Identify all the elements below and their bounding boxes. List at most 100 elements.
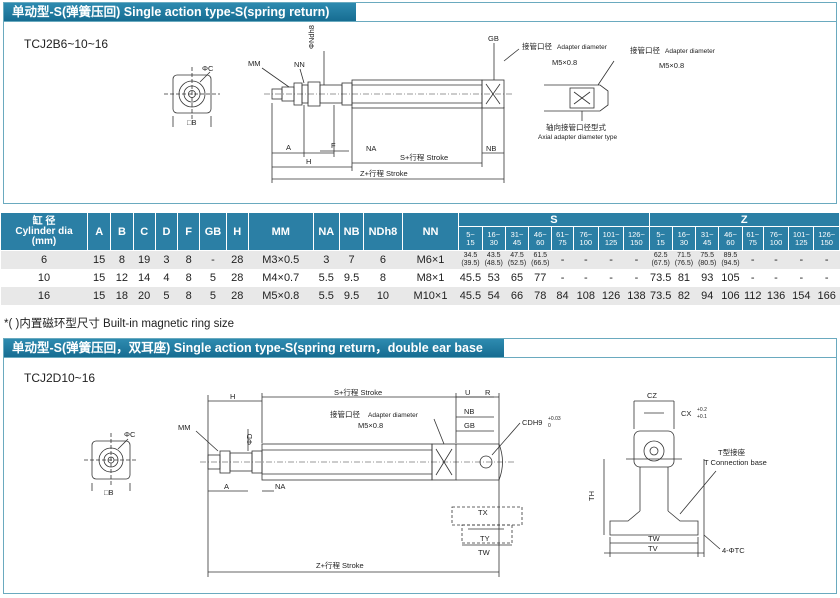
table-cell: 45.5 [458,268,483,287]
table-cell: M3×0.5 [248,250,314,269]
table-cell: - [788,250,814,269]
label-mm: MM [248,59,261,68]
header-range-s-0: 5~ 15 [458,226,483,251]
table-cell: 66 [505,286,529,305]
axial-adapter-outline [564,84,609,112]
table-cell: - [763,268,789,287]
label-axial-en: Axial adapter diameter type [538,134,618,141]
title-divider [4,21,836,22]
label2-cdh9-tol-bot: 0 [548,423,551,429]
table-cell: - [573,268,599,287]
header-range-s-2: 31~ 45 [504,226,530,251]
label2-tx: TX [478,508,488,517]
label2-cx: CX [681,409,691,418]
table-cell: 28 [226,268,249,287]
table-cell: 154 [788,286,814,305]
label-a: A [286,143,291,152]
label2-mm: MM [178,423,191,432]
label2-cx-tol-top: +0.2 [697,407,707,413]
header-range-z-3: 46~ 60 [718,226,743,251]
label-phi-c: ΦC [202,64,214,73]
header-range-s-5: 76~ 100 [572,226,599,251]
label2-adapter-size: M5×0.8 [358,421,383,430]
table-cell: 10 [0,268,88,287]
table-cell: - [742,268,764,287]
label-nn: NN [294,60,305,69]
table-cell: 94 [695,286,719,305]
table-cell: 73.5 [649,286,673,305]
label-box-b: □B [187,118,197,127]
table-cell: 8 [177,286,200,305]
table-cell: - [623,250,650,269]
table-cell: M10×1 [402,286,459,305]
header-cylinder-dia: 缸 径 Cylinder dia (mm) [0,212,89,251]
header-a: A [87,212,112,251]
header-range-s-4: 61~ 75 [551,226,574,251]
label2-nb: NB [464,407,474,416]
header-range-s-3: 46~ 60 [528,226,553,251]
table-cell: 82 [672,286,696,305]
label2-s-stroke: S+行程 Stroke [334,387,382,397]
table-cell: 5 [199,286,227,305]
table-cell: 16 [0,286,88,305]
table-cell: 34.5 (39.5) [458,250,483,269]
label-adapter2-en: Adapter diameter [665,48,716,55]
spec-table: 缸 径 Cylinder dia (mm) A B C D F GB H MM … [0,212,840,305]
header-gb: GB [199,212,227,251]
table-cell: 136 [763,286,789,305]
table-cell: 14 [133,268,156,287]
table-cell: - [623,268,650,287]
table-cell: 9.5 [339,286,364,305]
table-cell: 45.5 [458,286,483,305]
table-cell: 28 [226,286,249,305]
label2-gb: GB [464,421,475,430]
label-adapter1-en: Adapter diameter [557,44,608,51]
label-na: NA [366,144,376,153]
title-divider-2 [4,357,836,358]
table-cell: 112 [742,286,764,305]
header-d: D [154,212,179,251]
table-cell: 5 [155,286,178,305]
header-range-z-1: 16~ 30 [671,226,697,251]
label2-t-base-en: T Connection base [704,458,767,467]
header-b: B [110,212,134,251]
header-range-z-4: 61~ 75 [741,226,764,251]
label2-phi-d: ΦD [245,433,254,445]
model-code-2: TCJ2D10~16 [24,371,96,385]
table-cell: - [551,268,574,287]
label2-ty: TY [480,534,490,543]
label2-z-stroke: Z+行程 Stroke [316,560,364,570]
header-c: C [132,212,156,251]
label2-th: TH [587,491,596,501]
table-cell: 108 [573,286,599,305]
table-cell: 3 [313,250,340,269]
table-cell: 8 [110,250,134,269]
label2-tv: TV [648,544,658,553]
table-cell: 166 [813,286,840,305]
label2-tw-front: TW [648,534,661,543]
table-cell: 3 [155,250,178,269]
table-cell: - [598,268,624,287]
magnetic-ring-note: *( )内置磁环型尺寸 Built-in magnetic ring size [4,318,235,330]
label2-tc: 4-ΦTC [722,546,745,555]
section-title-double-ear: 单动型-S(弹簧压回，双耳座) Single action type-S(spr… [4,339,504,358]
header-range-z-0: 5~ 15 [648,226,673,251]
table-cell: 106 [718,286,743,305]
table-cell: 5.5 [313,286,340,305]
table-cell: 81 [672,268,696,287]
table-cell: 53 [482,268,506,287]
table-cell: M6×1 [402,250,459,269]
label2-box-b: □B [104,488,114,497]
table-cell: M5×0.8 [248,286,314,305]
table-cell: 62.5 (67.5) [649,250,673,269]
label-adapter2-size: M5×0.8 [659,61,684,70]
label2-cz: CZ [647,391,657,400]
double-ear-panel: 单动型-S(弹簧压回，双耳座) Single action type-S(spr… [3,338,837,594]
table-cell: 105 [718,268,743,287]
table-cell: - [199,250,227,269]
label-f: F [331,141,336,150]
label-z-stroke: Z+行程 Stroke [360,168,408,178]
header-range-z-7: 126~ 150 [813,226,840,251]
label-s-stroke: S+行程 Stroke [400,152,448,162]
